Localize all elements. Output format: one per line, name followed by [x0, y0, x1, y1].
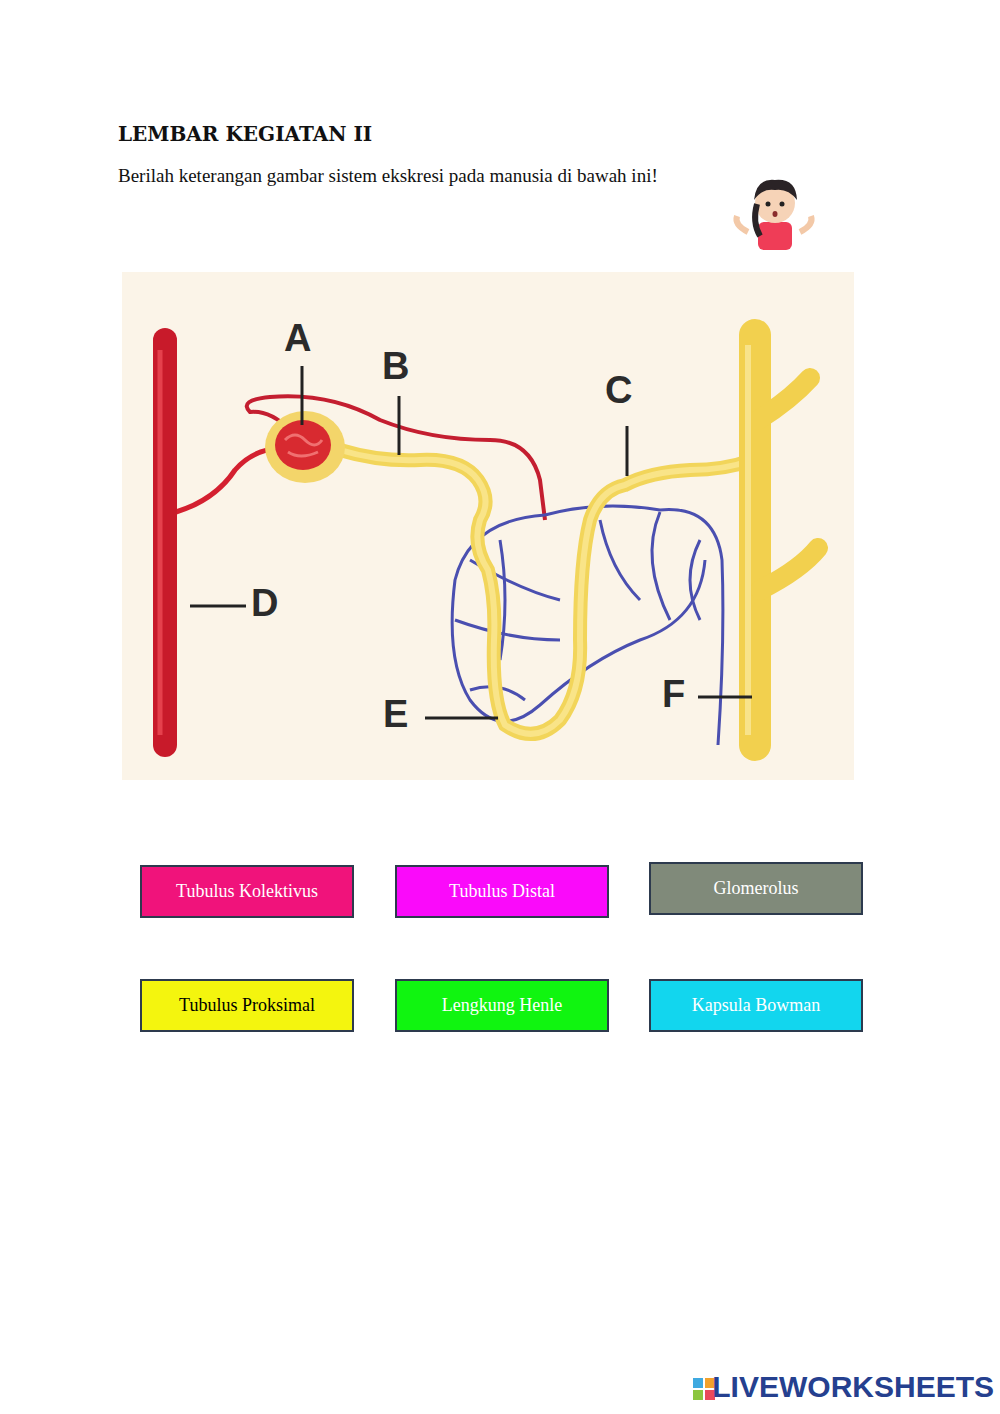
answer-text: Kapsula Bowman [692, 995, 820, 1016]
bowman-capsule-shape [265, 411, 345, 483]
answer-text: Tubulus Distal [449, 881, 555, 902]
answer-box: Tubulus Kolektivus [140, 865, 354, 918]
artery [160, 340, 165, 745]
callout-letter: C [605, 370, 632, 412]
answer-text: Glomerolus [714, 878, 799, 899]
callout-letter: E [383, 694, 408, 736]
glomerulus-shape [275, 420, 331, 470]
answer-box: Tubulus Distal [395, 865, 609, 918]
logo-icon [693, 1378, 715, 1400]
answer-box: Lengkung Henle [395, 979, 609, 1032]
collecting-duct [748, 335, 818, 745]
instruction-text: Berilah keterangan gambar sistem ekskres… [118, 166, 658, 187]
watermark: LIVEWORKSHEETS [712, 1370, 994, 1403]
afferent-arteriole [176, 448, 280, 512]
picture-ground [122, 272, 854, 780]
callout-letter: B [382, 346, 409, 388]
callout-letter: D [251, 583, 278, 625]
worksheet-title: LEMBAR KEGIATAN II [118, 122, 372, 146]
answer-box: Kapsula Bowman [649, 979, 863, 1032]
girl-icon [736, 180, 811, 250]
answer-text: Tubulus Kolektivus [176, 881, 318, 902]
answer-text: Tubulus Proksimal [179, 995, 315, 1016]
renal-tubule [340, 450, 752, 734]
leader-lines [190, 366, 752, 718]
callout-letter: F [662, 674, 685, 716]
answer-box: Tubulus Proksimal [140, 979, 354, 1032]
callout-letter: A [284, 318, 311, 360]
answer-text: Lengkung Henle [442, 995, 562, 1016]
answer-box: Glomerolus [649, 862, 863, 915]
